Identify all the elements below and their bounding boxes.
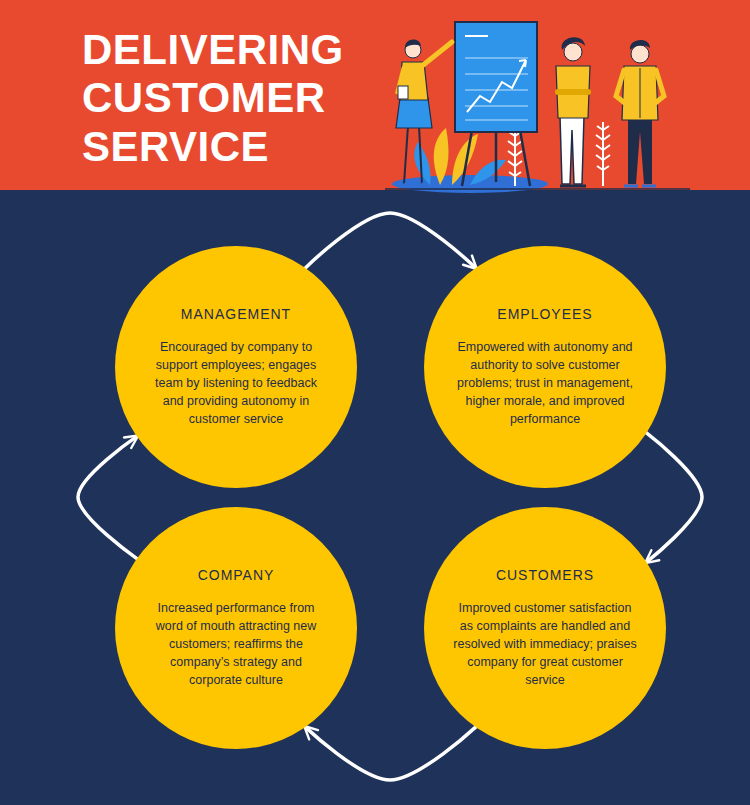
header-band <box>0 0 750 190</box>
man-standing <box>616 40 664 186</box>
illustration-part <box>405 39 421 48</box>
illustration-part <box>385 188 690 190</box>
illustration-part <box>422 42 452 66</box>
node-body: Encouraged by company to support employe… <box>144 338 328 429</box>
illustration-part <box>560 116 584 184</box>
illustration-part <box>558 89 588 95</box>
illustration-part <box>455 22 537 132</box>
illustration-part <box>560 185 586 188</box>
illustration-part <box>520 130 530 186</box>
cycle-arrow <box>305 727 475 780</box>
illustration-part <box>508 132 522 176</box>
illustration-part <box>622 66 658 120</box>
body-panel <box>0 190 750 805</box>
cycle-arrow <box>78 436 137 558</box>
circle-node: COMPANY Increased performance from word o… <box>115 507 357 749</box>
illustration-part <box>398 182 428 186</box>
circle-fill <box>424 507 666 749</box>
illustration-part <box>392 175 548 193</box>
circle-fill <box>424 246 666 488</box>
illustration-part <box>628 118 652 184</box>
illustration-part <box>640 68 641 118</box>
illustration-part <box>465 35 488 37</box>
illustration-part <box>631 45 649 63</box>
illustration-part <box>465 120 528 121</box>
illustration-part <box>452 134 478 185</box>
circle-fill <box>115 507 357 749</box>
circle-node: CUSTOMERS Improved customer satisfaction … <box>424 507 666 749</box>
man-arms-crossed <box>556 37 590 186</box>
cycle-arrow <box>305 213 475 268</box>
illustration-part <box>564 43 582 61</box>
illustration-part <box>462 130 472 186</box>
illustration-part <box>419 126 422 184</box>
node-body: Improved customer satisfaction as compla… <box>453 599 637 690</box>
illustration-part <box>562 37 585 50</box>
illustration-part <box>556 66 590 118</box>
illustration-part <box>616 70 626 104</box>
illustration-part <box>434 128 449 185</box>
illustration-part <box>495 130 498 182</box>
circle-node: MANAGEMENT Encouraged by company to suppo… <box>115 246 357 488</box>
presenter-woman <box>396 39 452 186</box>
illustration-part <box>602 122 604 186</box>
illustration-part <box>596 126 610 170</box>
illustration-part <box>465 58 528 59</box>
node-body: Increased performance from word of mouth… <box>144 599 328 690</box>
illustration-part <box>519 60 526 67</box>
illustration-part <box>396 98 432 128</box>
node-content: CUSTOMERS Improved customer satisfaction … <box>424 507 666 749</box>
illustration-part <box>398 86 408 99</box>
node-heading: COMPANY <box>198 567 275 583</box>
node-content: MANAGEMENT Encouraged by company to suppo… <box>115 246 357 488</box>
cycle-arrow <box>646 433 702 562</box>
illustration-part <box>404 126 408 184</box>
illustration-part <box>630 40 650 50</box>
illustration-part <box>465 106 528 107</box>
illustration-part <box>624 185 656 188</box>
circle-node: EMPLOYEES Empowered with autonomy and aut… <box>424 246 666 488</box>
node-body: Empowered with autonomy and authority to… <box>453 338 637 429</box>
illustration-part <box>654 70 664 104</box>
node-heading: EMPLOYEES <box>497 306 592 322</box>
node-content: COMPANY Increased performance from word o… <box>115 507 357 749</box>
node-heading: MANAGEMENT <box>181 306 291 322</box>
node-heading: CUSTOMERS <box>496 567 594 583</box>
title: DELIVERING CUSTOMER SERVICE <box>82 26 382 171</box>
node-content: EMPLOYEES Empowered with autonomy and aut… <box>424 246 666 488</box>
circle-fill <box>115 246 357 488</box>
illustration-part <box>470 160 506 185</box>
easel-board <box>455 22 537 186</box>
illustration-part <box>467 60 526 112</box>
